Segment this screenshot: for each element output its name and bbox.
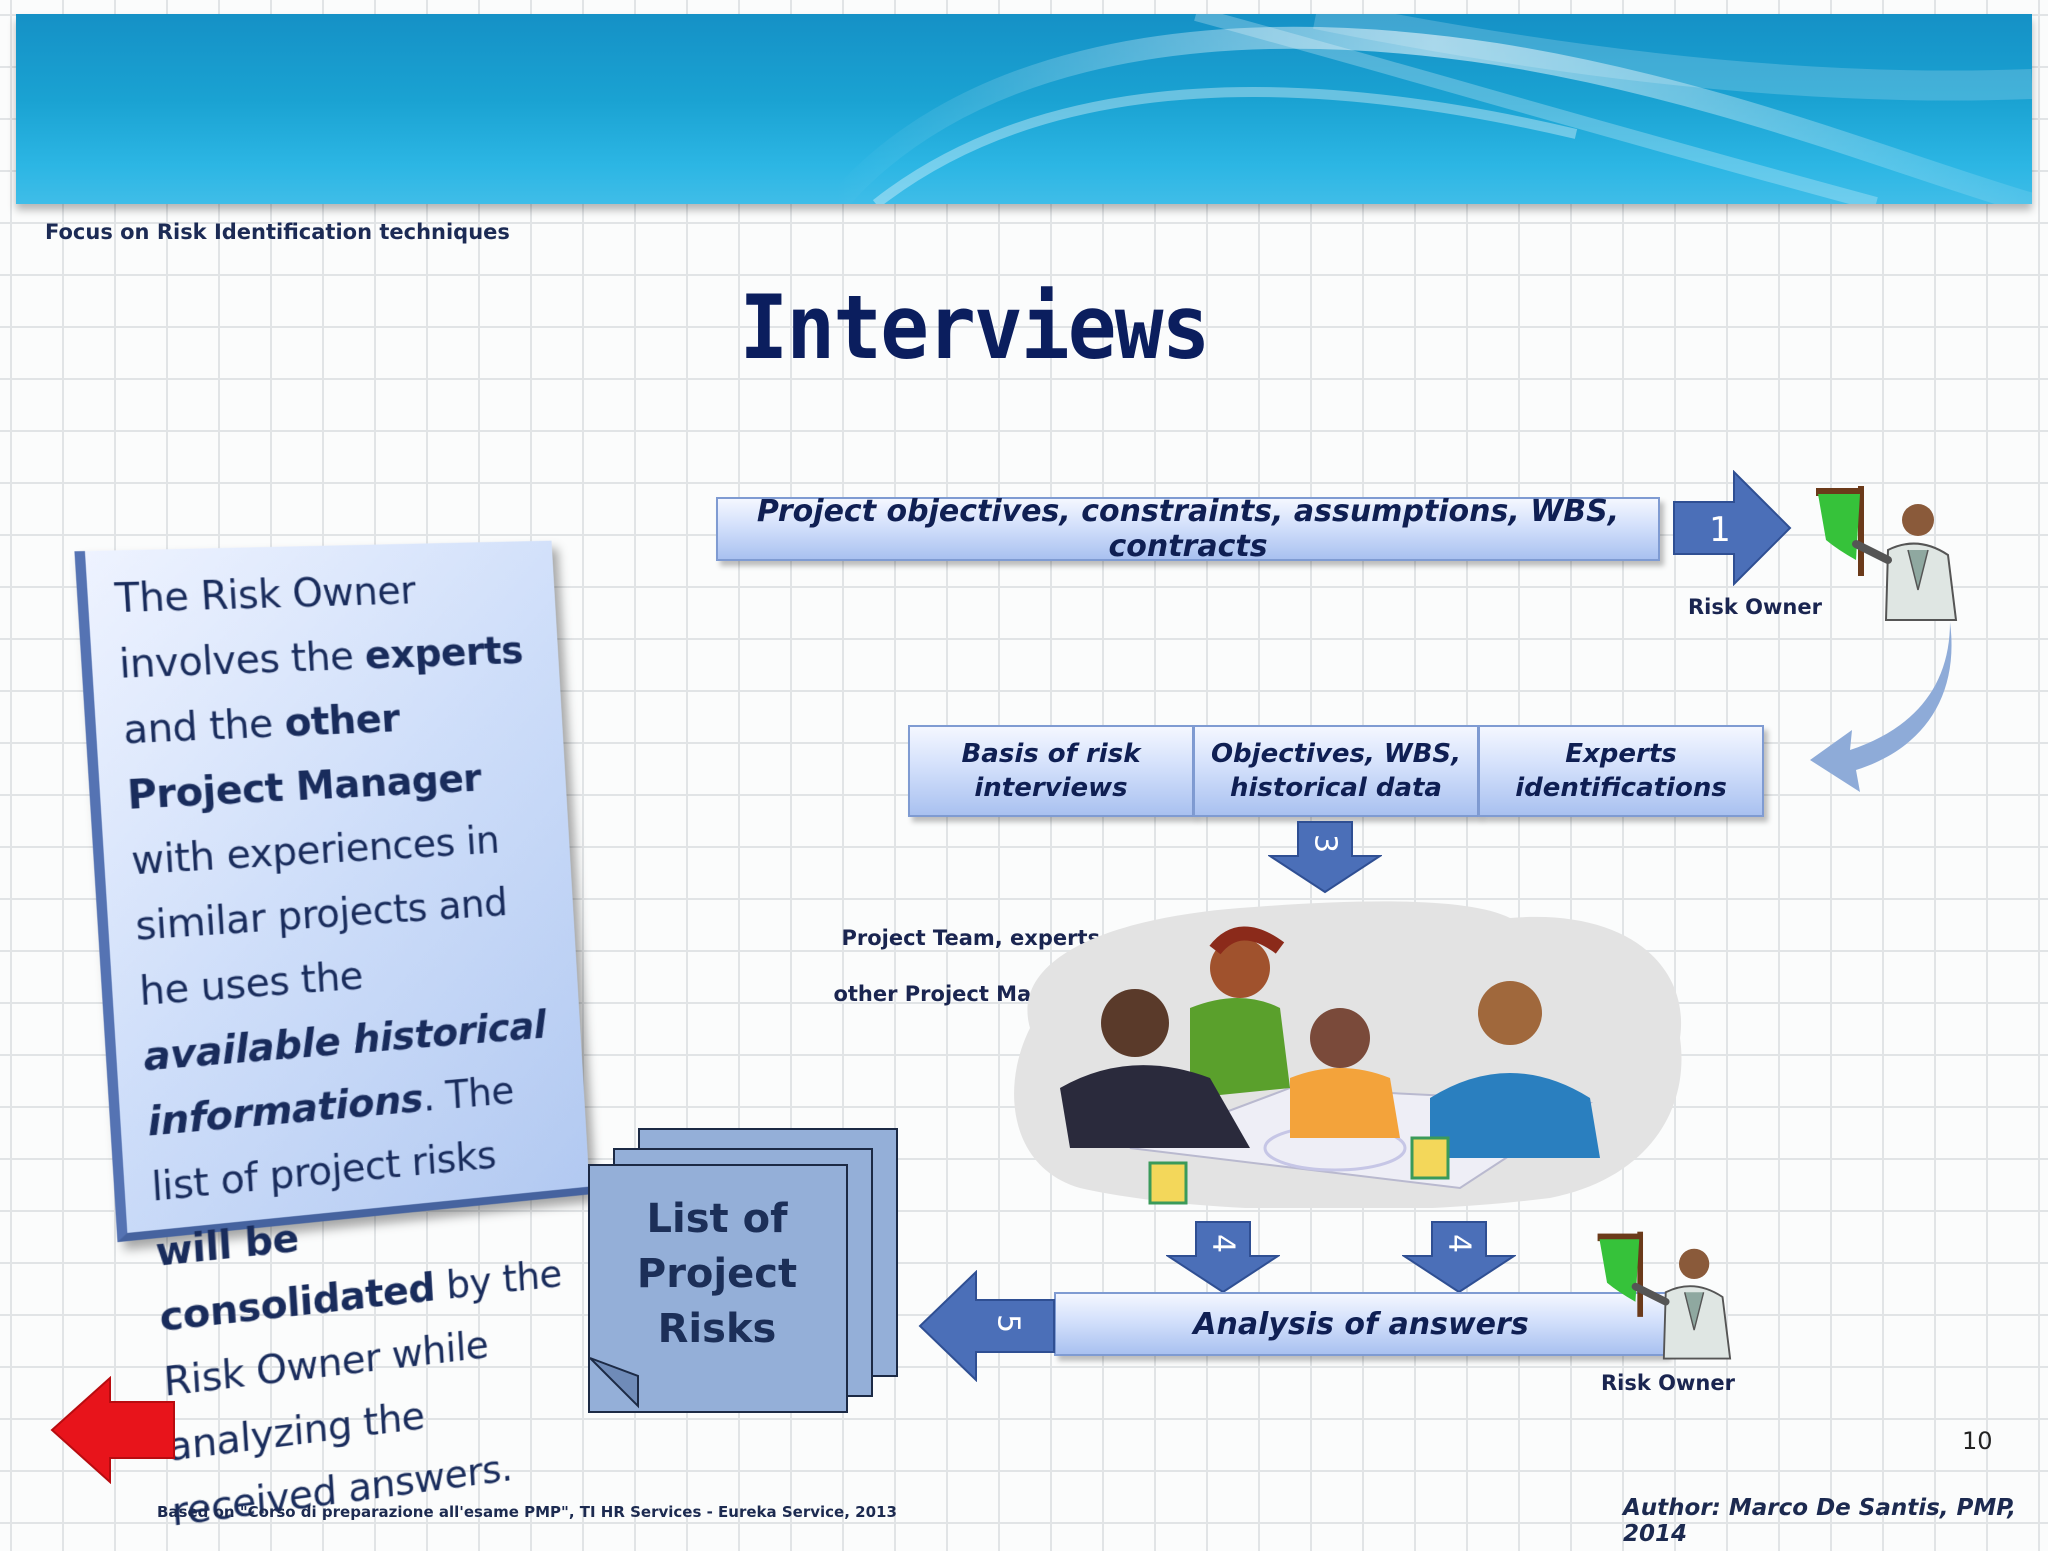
note-part: with experiences in similar projects and… (129, 818, 509, 1016)
risk-owner-label-top: Risk Owner (1688, 595, 1822, 619)
step5-left-arrow-icon (918, 1270, 1055, 1382)
author-footnote: Author: Marco De Santis, PMP, 2014 (1623, 1495, 2016, 1547)
cell-line: Objectives, WBS, (1210, 739, 1462, 769)
header-banner (16, 14, 2032, 204)
step4-number: 4 (1441, 1233, 1477, 1254)
step1-number: 1 (1709, 510, 1731, 550)
note-part-bold: will be consolidated (154, 1215, 437, 1342)
document-page-front (588, 1164, 848, 1413)
step4-number: 4 (1205, 1233, 1241, 1254)
slide-title: Interviews (739, 276, 1210, 379)
step3-number: 3 (1307, 833, 1343, 854)
page-number: 10 (1962, 1427, 1993, 1455)
step4-down-arrow-icon (1402, 1221, 1516, 1294)
source-footnote: Based on "Corso di preparazione all'esam… (157, 1503, 897, 1521)
objectives-data-cell: Objectives, WBS, historical data (1193, 725, 1479, 817)
curved-arrow-icon (1810, 622, 1952, 792)
step4-down-arrow-icon (1166, 1221, 1280, 1294)
presenter-icon (1816, 486, 1958, 621)
step5-number: 5 (990, 1313, 1026, 1334)
note-part: and the (121, 700, 286, 754)
explanation-note: The Risk Owner involves the experts and … (74, 540, 591, 1536)
team-label-line: Project Team, experts and (841, 926, 1101, 978)
basis-interviews-cell: Basis of risk interviews (908, 725, 1194, 817)
presenter-icon (1597, 1231, 1732, 1360)
cell-line: Experts (1565, 739, 1677, 769)
risk-owner-label-bottom: Risk Owner (1601, 1371, 1735, 1395)
cell-line: interviews (974, 773, 1128, 803)
page-fold-corner-icon (589, 1357, 639, 1409)
red-left-arrow-icon[interactable] (50, 1376, 176, 1484)
inputs-bar: Project objectives, constraints, assumpt… (716, 494, 1660, 564)
doc-line: List of (646, 1196, 788, 1242)
step3-down-arrow-icon (1268, 821, 1382, 894)
explanation-note-text: The Risk Owner involves the experts and … (113, 557, 590, 1546)
team-meeting-illustration (1014, 901, 1682, 1208)
doc-line: Project (636, 1251, 798, 1297)
banner-swoosh-graphic (827, 14, 2032, 204)
cell-line: historical data (1230, 773, 1442, 803)
note-part-bold: experts (363, 628, 524, 679)
doc-line: Risks (657, 1306, 777, 1352)
cell-line: Basis of risk (961, 739, 1141, 769)
list-of-project-risks-label: List of Project Risks (588, 1192, 846, 1357)
section-subtitle: Focus on Risk Identification techniques (45, 220, 510, 244)
experts-identifications-cell: Experts identifications (1478, 725, 1764, 817)
cell-line: identifications (1515, 773, 1727, 803)
step1-arrow-icon (1673, 470, 1792, 586)
analysis-bar: Analysis of answers (1054, 1292, 1668, 1356)
